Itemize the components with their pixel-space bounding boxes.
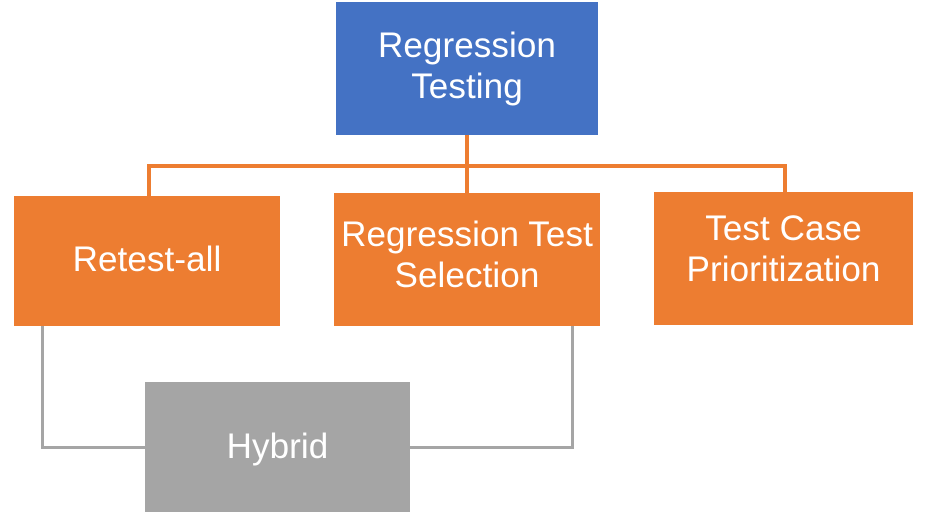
connector-horizontal-bus bbox=[147, 164, 787, 168]
node-regression-test-selection-label: Regression Test Selection bbox=[341, 214, 593, 295]
connector-regression-test-selection-to-hybrid-horizontal bbox=[405, 446, 574, 449]
connector-retest-all-to-hybrid-vertical bbox=[41, 326, 44, 449]
node-hybrid-label: Hybrid bbox=[226, 426, 329, 466]
connector-regression-test-selection-to-hybrid-vertical bbox=[571, 326, 574, 449]
node-retest-all[interactable]: Retest-all bbox=[14, 196, 280, 326]
node-test-case-prioritization-label: Test Case Prioritization bbox=[686, 208, 881, 289]
node-regression-testing[interactable]: Regression Testing bbox=[336, 2, 598, 135]
node-retest-all-label: Retest-all bbox=[72, 239, 222, 279]
connector-bus-to-retest-all bbox=[147, 164, 151, 198]
connector-retest-all-to-hybrid-horizontal bbox=[41, 446, 151, 449]
connector-bus-to-test-case-prioritization bbox=[783, 164, 787, 194]
node-regression-testing-label: Regression Testing bbox=[377, 25, 557, 106]
node-regression-test-selection[interactable]: Regression Test Selection bbox=[334, 193, 600, 326]
node-hybrid[interactable]: Hybrid bbox=[145, 382, 410, 512]
node-test-case-prioritization[interactable]: Test Case Prioritization bbox=[654, 192, 913, 325]
